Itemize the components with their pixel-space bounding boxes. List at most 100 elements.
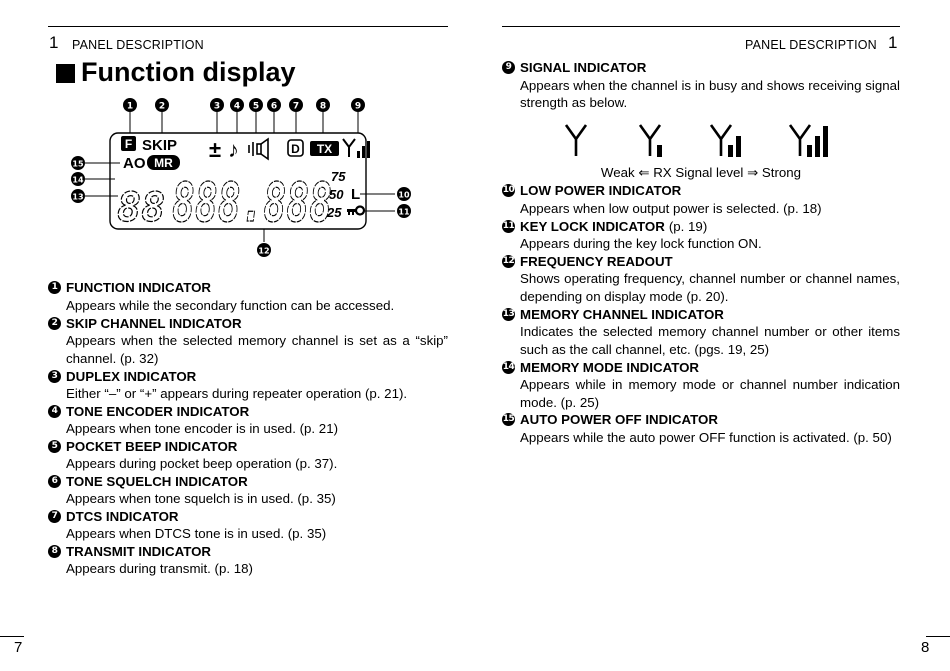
item-description: Appears while the auto power OFF functio… <box>520 429 892 445</box>
item-title: SIGNAL INDICATOR <box>520 60 647 75</box>
step-50-segment: 50 <box>329 187 344 202</box>
page-title-text: Function display <box>81 57 296 87</box>
item-low-power-indicator: 10 LOW POWER INDICATOR Appears when low o… <box>502 182 900 217</box>
callout-4-label: 4 <box>234 102 240 112</box>
item-title: DTCS INDICATOR <box>66 508 179 524</box>
callout-14: 14 <box>71 172 85 186</box>
callout-7: 7 <box>289 98 303 112</box>
mr-box <box>147 155 180 170</box>
callout-9: 9 <box>351 98 365 112</box>
function-f-segment: F <box>125 137 132 151</box>
item-title: MEMORY MODE INDICATOR <box>520 359 700 375</box>
callout-1: 1 <box>123 98 137 112</box>
callout-14-label: 14 <box>72 176 84 185</box>
callout-13-label: 13 <box>72 193 83 202</box>
item-transmit-indicator: 8 TRANSMIT INDICATOR Appears during trans… <box>48 543 448 578</box>
item-description: Appears during transmit. (p. 18) <box>66 561 253 577</box>
signal-meter-icon <box>342 138 370 158</box>
item-title: AUTO POWER OFF INDICATOR <box>520 412 718 427</box>
number-badge-13: 13 <box>502 307 515 321</box>
callout-10: 10 <box>397 187 411 201</box>
footer-rule-left <box>0 636 24 637</box>
memory-mode-segment: MR <box>154 156 173 170</box>
item-description: Shows operating frequency, channel numbe… <box>520 271 900 304</box>
callout-6-label: 6 <box>271 102 277 112</box>
item-description: Appears during pocket beep operation (p.… <box>66 456 338 472</box>
callout-7-label: 7 <box>293 102 299 112</box>
signal-level-caption: Weak ⇐ RX Signal level ⇒ Strong <box>600 165 802 180</box>
page-number-left: 7 <box>14 639 23 656</box>
top-rule-right <box>502 26 900 27</box>
left-section-number: 1 <box>49 33 59 52</box>
callout-2-label: 2 <box>159 102 165 112</box>
item-title: DUPLEX INDICATOR <box>66 368 197 384</box>
footer-rule-right <box>926 636 950 637</box>
item-description: Appears during the key lock function ON. <box>520 236 762 252</box>
number-badge-12: 12 <box>502 254 515 268</box>
number-badge-8: 8 <box>48 544 61 558</box>
function-display-diagram: 1 2 3 4 5 6 7 8 9 <box>71 98 411 257</box>
duplex-segment: ± <box>209 137 221 162</box>
callout-15: 15 <box>71 156 85 170</box>
item-duplex-indicator: 3 DUPLEX INDICATOR Either “–” or “+” appe… <box>48 368 448 403</box>
item-description: Either “–” or “+” appears during repeate… <box>66 386 408 402</box>
callout-8-label: 8 <box>320 102 326 112</box>
item-description: Appears when DTCS tone is in used. (p. 3… <box>66 526 327 542</box>
signal-level-3-icon <box>788 124 828 157</box>
number-badge-10: 10 <box>502 184 515 198</box>
low-power-segment: L <box>351 186 360 203</box>
callout-leader-lines <box>85 112 395 242</box>
callout-15-label: 15 <box>72 160 84 169</box>
memory-channel-segment: 88 <box>117 185 165 231</box>
callout-6: 6 <box>267 98 281 112</box>
number-badge-7: 7 <box>48 509 61 523</box>
callout-4: 4 <box>230 98 244 112</box>
callout-5-label: 5 <box>253 102 259 112</box>
dtcs-box <box>287 139 304 157</box>
item-title: MEMORY CHANNEL INDICATOR <box>520 306 724 322</box>
step-25-segment: 25 <box>326 205 342 220</box>
item-title: LOW POWER INDICATOR <box>520 183 682 198</box>
item-description: Appears when the selected memory channel… <box>66 333 448 366</box>
number-badge-3: 3 <box>48 369 61 383</box>
callout-10-label: 10 <box>398 191 410 200</box>
item-title: TRANSMIT INDICATOR <box>66 543 212 559</box>
callout-5: 5 <box>249 98 263 112</box>
number-badge-1: 1 <box>48 281 61 295</box>
signal-level-0-icon <box>564 124 588 156</box>
callout-1-label: 1 <box>127 102 133 112</box>
callout-13: 13 <box>71 189 85 203</box>
number-badge-6: 6 <box>48 474 61 488</box>
left-section-title: PANEL DESCRIPTION <box>72 38 204 52</box>
callout-11: 11 <box>397 204 411 218</box>
item-title: FUNCTION INDICATOR <box>66 280 212 295</box>
right-section-number: 1 <box>888 33 898 52</box>
key-lock-icon <box>347 205 366 216</box>
callout-3-label: 3 <box>214 102 220 112</box>
tx-box <box>310 141 339 156</box>
lcd-frame <box>109 132 367 230</box>
callout-11-label: 11 <box>398 208 410 217</box>
item-description: Appears when the channel is in busy and … <box>520 77 900 111</box>
callout-9-label: 9 <box>355 102 361 112</box>
item-description: Appears when tone squelch is in used. (p… <box>66 491 336 507</box>
page-title: Function display <box>56 57 296 88</box>
signal-level-examples <box>564 124 828 157</box>
item-title: TONE SQUELCH INDICATOR <box>66 473 248 489</box>
item-dtcs-indicator: 7 DTCS INDICATOR Appears when DTCS tone i… <box>48 508 448 543</box>
right-section-title: PANEL DESCRIPTION <box>745 38 877 52</box>
item-title-suffix: (p. 19) <box>668 218 708 234</box>
item-description: Appears when low output power is selecte… <box>520 200 822 216</box>
number-badge-4: 4 <box>48 404 61 418</box>
callout-12: 12 <box>257 243 271 257</box>
top-rule-left <box>48 26 448 27</box>
callout-8: 8 <box>316 98 330 112</box>
tone-speaker-icon <box>248 137 269 161</box>
